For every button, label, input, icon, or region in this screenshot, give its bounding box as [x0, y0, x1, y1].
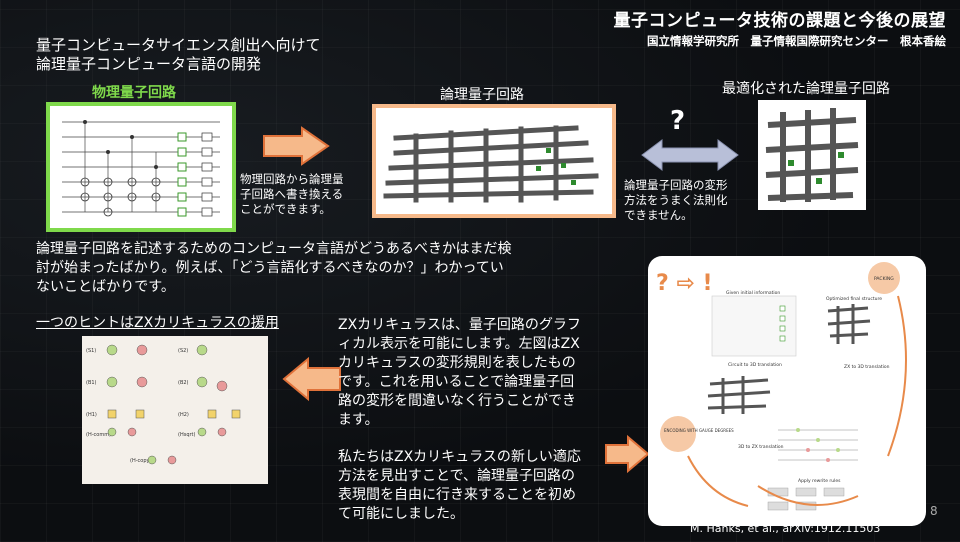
- caption-physical-to-logical: 物理回路から論理量 子回路へ書き換える ことができます。: [240, 172, 344, 217]
- zx-line-3: カリキュラスの変形規則を表したもの: [338, 355, 576, 371]
- conclusion-line-3: 表現間を自由に行き来することを初め: [338, 487, 576, 503]
- double-arrow-icon: [641, 139, 739, 171]
- given-label: Given initial information: [726, 290, 780, 296]
- caption-a-line-1: 物理回路から論理量: [240, 172, 344, 186]
- workflow-svg: ? ⇨ ! Given initial information Optimize…: [656, 262, 907, 511]
- optimized-circuit-label: 最適化された論理量子回路: [722, 81, 890, 97]
- zx-3d-label: ZX to 3D translation: [844, 364, 890, 370]
- caption-b-line-2: 方法をうまく法則化: [624, 193, 728, 207]
- rule-b2: (B2): [178, 380, 189, 386]
- affiliation: 国立情報学研究所 量子情報国際研究センター 根本香絵: [647, 34, 946, 48]
- paragraph-language: 論理量子回路を記述するためのコンピュータ言語がどうあるべきかはまだ検 討が始まっ…: [36, 240, 511, 297]
- packing-bubble: [868, 262, 900, 294]
- encoding-label: ENCODING WITH GAUGE DEGREES: [664, 428, 734, 433]
- zx-line-4: です。これを用いることで論理量子回: [338, 374, 575, 390]
- left-arrow-icon: [282, 356, 341, 402]
- rule-h1: (H1): [86, 412, 97, 418]
- rule-s1: (S1): [86, 348, 96, 354]
- zx-line-5: 路の変形を間違いなく行うことができ: [338, 393, 576, 409]
- intro-line-1: 量子コンピュータサイエンス創出へ向けて: [36, 36, 321, 54]
- question-exclaim-marks: ? ⇨ !: [656, 271, 713, 296]
- right-arrow-small-icon: [605, 434, 650, 474]
- zx-rules-diagram: (S1) (S2) (B1) (B2) (H1) (H2) (H-comm) (…: [86, 344, 241, 465]
- rule-hsqrt: (Hsqrt): [178, 432, 196, 438]
- physical-circuit-label: 物理量子回路: [92, 85, 176, 101]
- zx-line-6: ます。: [338, 412, 379, 428]
- conclusion-line-4: て可能にしました。: [338, 506, 464, 522]
- slide-title: 量子コンピュータ技術の課題と今後の展望: [613, 11, 946, 31]
- circuit-3d-label: Circuit to 3D translation: [728, 362, 782, 368]
- physical-circuit-diagram: [62, 120, 220, 217]
- rule-hcopy: (H-copy): [130, 458, 151, 464]
- right-arrow-icon: [263, 126, 330, 166]
- intro-line-2: 論理量子コンピュータ言語の開発: [36, 55, 262, 73]
- question-mark: ?: [670, 106, 686, 136]
- optimized-circuit-image: [758, 100, 866, 210]
- rule-hcomm: (H-comm): [86, 432, 111, 438]
- logical-circuit-label: 論理量子回路: [440, 87, 524, 103]
- page-number: 8: [930, 504, 938, 518]
- caption-transformation: 論理量子回路の変形 方法をうまく法則化 できません。: [624, 178, 728, 223]
- workflow-diagram: ? ⇨ ! Given initial information Optimize…: [648, 256, 926, 526]
- zx-line-2: ィカル表示を可能にします。左図はZX: [338, 336, 580, 352]
- rule-s2: (S2): [178, 348, 188, 354]
- logical-circuit-3d: [383, 125, 599, 203]
- physical-circuit-image: [46, 102, 236, 232]
- caption-b-line-3: できません。: [624, 208, 693, 222]
- optimized-circuit-3d: [765, 108, 859, 202]
- paragraph1-line-2: 討が始まったばかり。例えば、「どう言語化するべきなのか？」わかってい: [36, 260, 504, 276]
- conclusion-line-2: 方法を見出すことで、論理量子回路の: [338, 468, 576, 484]
- zx-description: ZXカリキュラスは、量子回路のグラフ ィカル表示を可能にします。左図はZX カリ…: [338, 316, 581, 430]
- intro-heading: 量子コンピュータサイエンス創出へ向けて 論理量子コンピュータ言語の開発: [36, 36, 321, 74]
- caption-a-line-3: ことができます。: [240, 202, 331, 216]
- paragraph1-line-1: 論理量子回路を記述するためのコンピュータ言語がどうあるべきかはまだ検: [36, 241, 512, 257]
- citation: M. Hanks, et al., arXiv:1912.11503: [690, 522, 881, 535]
- rule-h2: (H2): [178, 412, 189, 418]
- logical-circuit-image: [372, 104, 616, 218]
- caption-b-line-1: 論理量子回路の変形: [624, 178, 728, 192]
- optimized-structure-label: Optimized final structure: [826, 296, 882, 302]
- zx-rules-image: (S1) (S2) (B1) (B2) (H1) (H2) (H-comm) (…: [82, 336, 268, 484]
- 3d-zx-label: 3D to ZX translation: [738, 444, 784, 450]
- conclusion-text: 私たちはZXカリキュラスの新しい適応 方法を見出すことで、論理量子回路の 表現間…: [338, 448, 581, 524]
- conclusion-line-1: 私たちはZXカリキュラスの新しい適応: [338, 449, 581, 465]
- rule-b1: (B1): [86, 380, 97, 386]
- packing-label: PACKING: [874, 276, 894, 282]
- hint-heading: 一つのヒントはZXカリキュラスの援用: [36, 315, 279, 331]
- paragraph1-line-3: ないことばかりです。: [36, 279, 175, 295]
- zx-line-1: ZXカリキュラスは、量子回路のグラフ: [338, 317, 581, 333]
- caption-a-line-2: 子回路へ書き換える: [240, 187, 344, 201]
- encoding-bubble: [660, 416, 696, 452]
- rewrite-label: Apply rewrite rules: [798, 478, 841, 484]
